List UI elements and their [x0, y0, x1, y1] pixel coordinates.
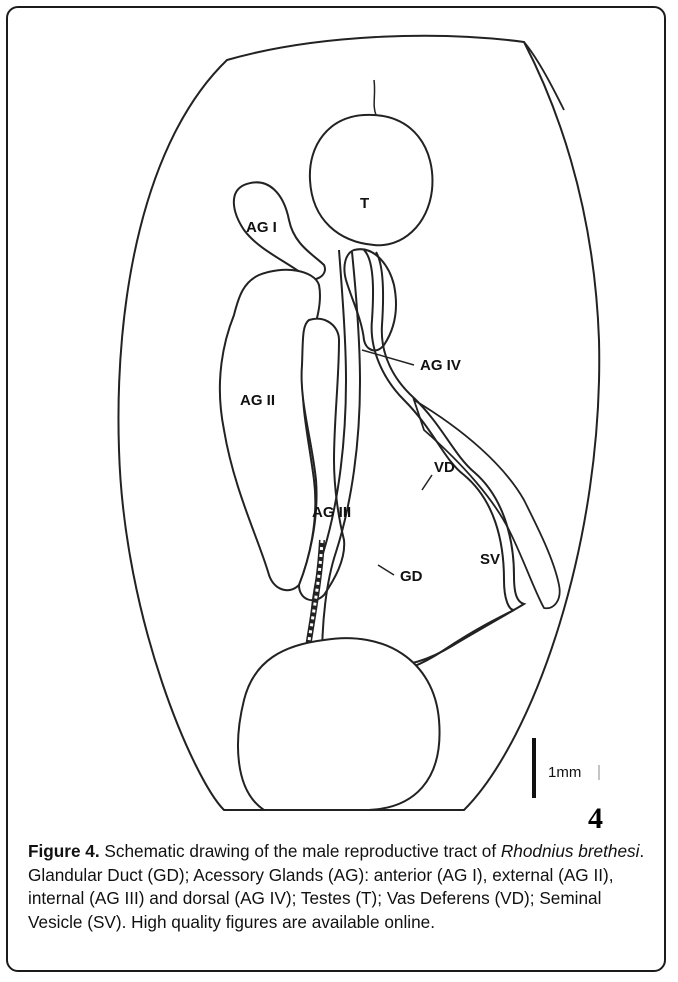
caption-species-name: Rhodnius brethesi: [501, 841, 640, 861]
figure-frame: T AG I AG II AG III AG IV VD SV GD 1mm 4…: [6, 6, 666, 972]
label-vd: VD: [434, 459, 455, 476]
label-ag3: AG III: [312, 504, 351, 521]
label-testis: T: [360, 195, 369, 212]
caption-text-intro: Schematic drawing of the male reproducti…: [100, 841, 501, 861]
label-ag1: AG I: [246, 219, 277, 236]
figure-caption: Figure 4. Schematic drawing of the male …: [28, 840, 658, 934]
scale-bar-label: 1mm: [548, 764, 581, 781]
reproductive-tract-drawing: T AG I AG II AG III AG IV VD SV GD 1mm 4: [84, 20, 618, 835]
panel-number: 4: [588, 802, 603, 835]
testis-lower: [238, 638, 440, 810]
label-ag2: AG II: [240, 392, 275, 409]
top-connecting-line: [374, 80, 376, 115]
testis-upper: [310, 115, 433, 245]
vd-pointer: [422, 475, 432, 490]
accessory-gland-ag2: [220, 270, 320, 590]
label-ag4: AG IV: [420, 357, 461, 374]
label-sv: SV: [480, 551, 500, 568]
figure-drawing: T AG I AG II AG III AG IV VD SV GD 1mm 4: [84, 20, 618, 835]
caption-figure-label: Figure 4.: [28, 841, 100, 861]
label-gd: GD: [400, 568, 423, 585]
gd-pointer: [378, 565, 394, 575]
